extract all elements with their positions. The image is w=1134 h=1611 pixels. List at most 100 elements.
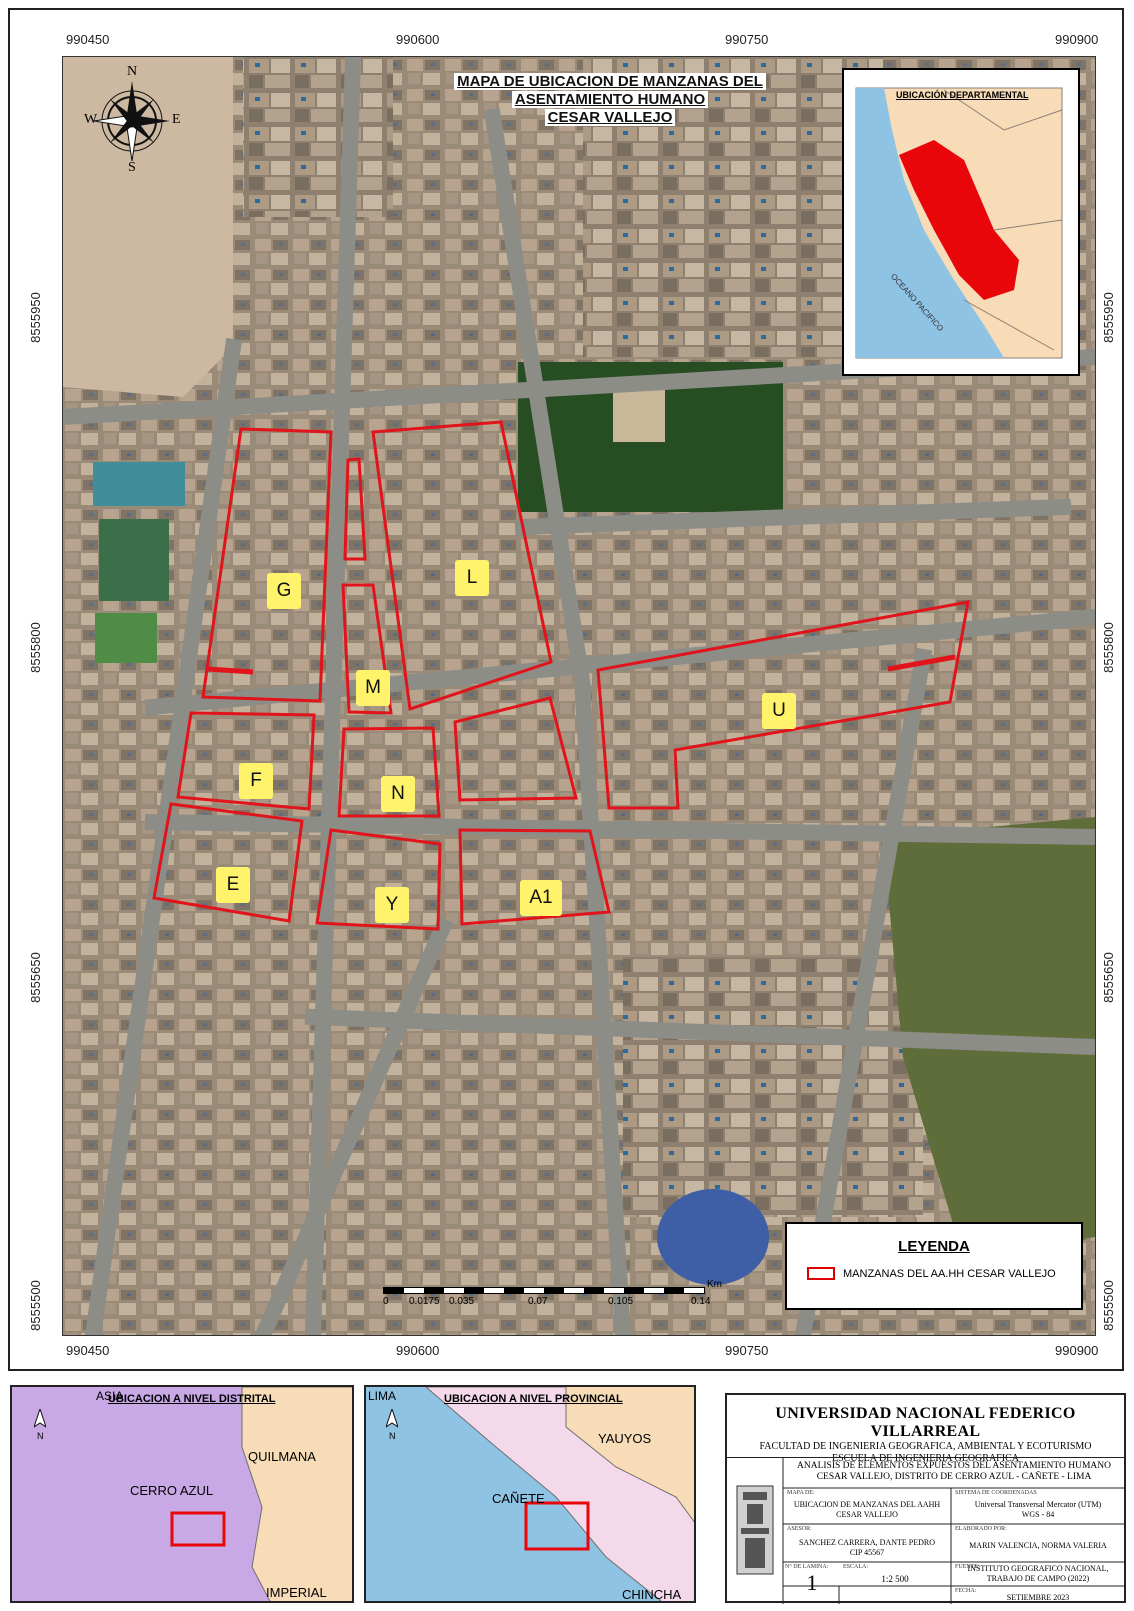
scale-tick-2: 0.035 <box>449 1296 475 1307</box>
legend-item: MANZANAS DEL AA.HH CESAR VALLEJO <box>807 1267 1081 1280</box>
block-outline-g[interactable] <box>201 427 333 703</box>
block-outline-f[interactable] <box>176 711 316 811</box>
block-outline-e[interactable] <box>152 802 304 923</box>
title-block-grid: ANALISIS DE ELEMENTOS EXPUESTOS DEL ASEN… <box>727 1457 1124 1604</box>
source-value: INSTITUTO GEOGRAFICO NACIONAL, TRABAJO D… <box>953 1564 1123 1584</box>
map-of-value-line-2: CESAR VALLEJO <box>836 1510 898 1519</box>
x-coord-top-1: 990450 <box>66 32 110 47</box>
compass-w-label: W <box>84 112 98 127</box>
sheet-label: N° DE LAMINA: <box>785 1564 829 1570</box>
distrital-label-quilmana: QUILMANA <box>248 1449 316 1464</box>
inset-departamental: UBICACIÓN DEPARTAMENTAL OCEANO PACIFICO <box>842 68 1080 376</box>
x-coord-bottom-4: 990900 <box>1055 1343 1099 1358</box>
provincial-title: UBICACION A NIVEL PROVINCIAL <box>444 1393 623 1405</box>
legend-title: LEYENDA <box>898 1238 970 1255</box>
block-label-f[interactable]: F <box>239 763 273 799</box>
block-label-n[interactable]: N <box>381 776 415 812</box>
source-label: FUENTE: <box>955 1564 980 1570</box>
legend-swatch <box>807 1267 835 1280</box>
inset-departamental-title: UBICACIÓN DEPARTAMENTAL <box>896 90 1029 100</box>
coord-system-label: SISTEMA DE COORDENADAS <box>955 1490 1037 1496</box>
block-outline-thin[interactable] <box>343 457 367 561</box>
scale-bar: 0 0.0175 0.035 0.07 0.105 0.14 Km <box>383 1279 723 1317</box>
scale-unit: Km <box>707 1279 722 1290</box>
block-outline-n[interactable] <box>337 726 441 818</box>
provincial-label-canete: CAÑETE <box>492 1491 545 1506</box>
title-block: UNIVERSIDAD NACIONAL FEDERICO VILLARREAL… <box>725 1393 1126 1604</box>
date-value: SETIEMBRE 2023 <box>1006 1593 1070 1602</box>
block-label-g[interactable]: G <box>267 573 301 609</box>
distrital-north-label: N <box>37 1431 44 1441</box>
advisor-value: SANCHEZ CARRERA, DANTE PEDRO CIP 45567 <box>785 1538 949 1558</box>
map-of-value-line-1: UBICACION DE MANZANAS DEL AAHH <box>793 1500 941 1509</box>
block-label-l[interactable]: L <box>455 560 489 596</box>
block-outlines <box>152 420 970 931</box>
y-coord-right-1: 8555950 <box>1100 292 1116 343</box>
school-name: ESCUELA DE INGENIERIA GEOGRAFICA <box>832 1453 1019 1464</box>
project-title-line-2: CESAR VALLEJO, DISTRITO DE CERRO AZUL - … <box>816 1472 1092 1482</box>
legend-item-label: MANZANAS DEL AA.HH CESAR VALLEJO <box>843 1267 1056 1280</box>
block-outline-y[interactable] <box>315 828 442 931</box>
compass-rose-icon: N S W E <box>82 64 182 176</box>
scale-tick-3: 0.07 <box>528 1296 548 1307</box>
author-label: ELABORADO POR: <box>955 1526 1007 1532</box>
map-title-line-3: CESAR VALLEJO <box>544 109 676 126</box>
x-coord-top-3: 990750 <box>725 32 769 47</box>
panel-provincial: UBICACION A NIVEL PROVINCIAL LIMA N YAUY… <box>364 1385 696 1603</box>
scale-value: 1:2 500 <box>881 1574 909 1584</box>
map-title-line-1: MAPA DE UBICACION DE MANZANAS DEL <box>454 73 766 90</box>
block-label-a1[interactable]: A1 <box>520 880 562 916</box>
advisor-value-line-2: CIP 45567 <box>849 1548 885 1557</box>
y-coord-left-1: 8555950 <box>27 292 43 343</box>
map-of-value: UBICACION DE MANZANAS DEL AAHH CESAR VAL… <box>785 1500 949 1520</box>
y-coord-left-2: 8555800 <box>27 622 43 673</box>
block-outline-l[interactable] <box>371 420 553 711</box>
panel-distrital: UBICACION A NIVEL DISTRITAL ASIA N QUILM… <box>10 1385 354 1603</box>
x-coord-bottom-1: 990450 <box>66 1343 110 1358</box>
scale-tick-5: 0.14 <box>691 1296 711 1307</box>
provincial-north-icon <box>385 1407 399 1433</box>
distrital-label-imperial: IMPERIAL <box>266 1585 327 1600</box>
scale-tick-0: 0 <box>383 1296 389 1307</box>
y-coord-right-3: 8555650 <box>1100 952 1116 1003</box>
map-of-label: MAPA DE: <box>787 1490 815 1496</box>
y-coord-right-4: 8555500 <box>1100 1280 1116 1331</box>
scale-label: ESCALA: <box>843 1564 869 1570</box>
x-coord-bottom-3: 990750 <box>725 1343 769 1358</box>
block-label-u[interactable]: U <box>762 693 796 729</box>
block-label-e[interactable]: E <box>216 867 250 903</box>
distrital-north-icon <box>33 1407 47 1433</box>
project-title-line-1: ANALISIS DE ELEMENTOS EXPUESTOS DEL ASEN… <box>797 1461 1111 1471</box>
map-title: MAPA DE UBICACION DE MANZANAS DEL ASENTA… <box>430 73 790 127</box>
map-title-line-2: ASENTAMIENTO HUMANO <box>511 91 709 108</box>
source-value-line-2: TRABAJO DE CAMPO (2022) <box>986 1574 1090 1583</box>
distrital-corner-label: ASIA <box>96 1389 124 1403</box>
sheet-value: 1 <box>806 1570 818 1595</box>
provincial-label-chincha: CHINCHA <box>622 1587 682 1602</box>
compass-s-label: S <box>128 160 136 175</box>
block-outline-m[interactable] <box>341 583 393 715</box>
coord-system-value-line-1: Universal Transversal Mercator (UTM) <box>974 1500 1102 1509</box>
lima-region-highlight <box>899 140 1019 300</box>
faculty-name: FACULTAD DE INGENIERIA GEOGRAFICA, AMBIE… <box>759 1441 1092 1452</box>
x-coord-bottom-2: 990600 <box>396 1343 440 1358</box>
coord-system-value: Universal Transversal Mercator (UTM) WGS… <box>953 1500 1123 1520</box>
distrital-label-cerro-azul: CERRO AZUL <box>130 1483 214 1498</box>
university-name: UNIVERSIDAD NACIONAL FEDERICO VILLARREAL <box>775 1405 1076 1440</box>
author-value: MARIN VALENCIA, NORMA VALERIA <box>969 1541 1107 1550</box>
coord-system-value-line-2: WGS - 84 <box>1021 1510 1055 1519</box>
distrital-title: UBICACION A NIVEL DISTRITAL <box>108 1393 276 1405</box>
project-title: ANALISIS DE ELEMENTOS EXPUESTOS DEL ASEN… <box>785 1461 1123 1483</box>
source-value-line-1: INSTITUTO GEOGRAFICO NACIONAL, <box>967 1564 1109 1573</box>
scale-tick-4: 0.105 <box>608 1296 634 1307</box>
advisor-value-line-1: SANCHEZ CARRERA, DANTE PEDRO <box>798 1538 935 1547</box>
block-outline-u[interactable] <box>596 600 970 810</box>
y-coord-left-4: 8555500 <box>27 1280 43 1331</box>
block-label-y[interactable]: Y <box>375 887 409 923</box>
block-outline-a1[interactable] <box>458 828 611 926</box>
x-coord-top-2: 990600 <box>396 32 440 47</box>
provincial-label-yauyos: YAUYOS <box>598 1431 652 1446</box>
block-label-m[interactable]: M <box>356 670 390 706</box>
block-outline-a[interactable] <box>453 696 578 802</box>
compass-e-label: E <box>172 112 181 127</box>
